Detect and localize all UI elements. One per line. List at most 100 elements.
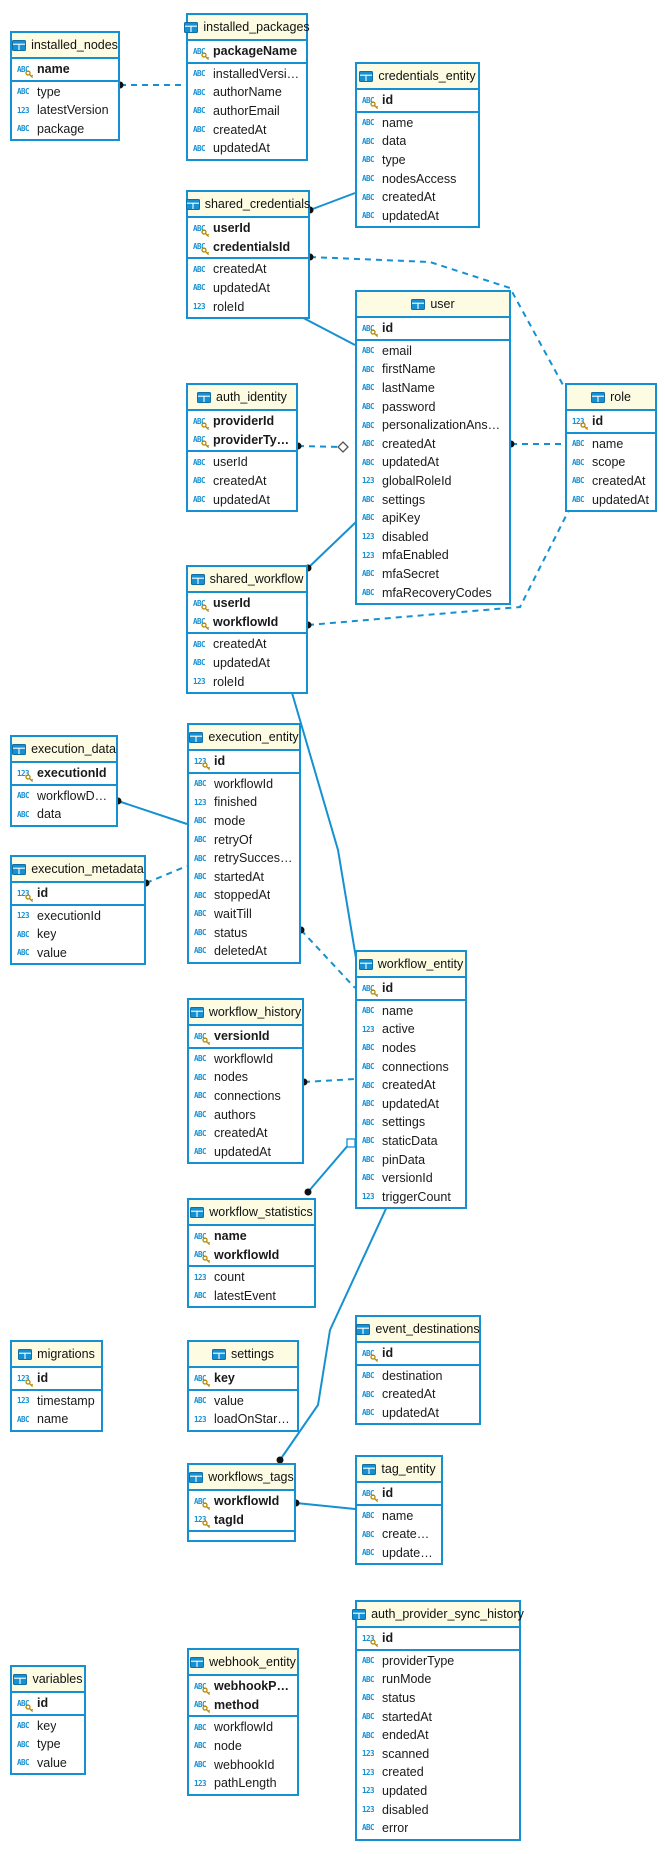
table-header[interactable]: shared_workflow bbox=[188, 567, 306, 593]
field-row[interactable]: ABC settings bbox=[357, 1113, 465, 1132]
field-row[interactable]: 123 count bbox=[189, 1268, 314, 1287]
field-row[interactable]: ABC startedAt bbox=[189, 868, 299, 887]
field-row[interactable]: ABC connections bbox=[357, 1057, 465, 1076]
field-row[interactable]: ABC providerId bbox=[188, 412, 296, 431]
field-row[interactable]: 123 id bbox=[12, 1369, 101, 1388]
table-settings[interactable]: settings ABC key ABC value 123 loadOnSta… bbox=[187, 1340, 299, 1432]
field-row[interactable]: ABC id bbox=[12, 1694, 84, 1713]
field-row[interactable]: ABC name bbox=[567, 435, 655, 454]
table-shared_credentials[interactable]: shared_credentials ABC userId ABC creden… bbox=[185, 190, 310, 319]
table-header[interactable]: event_destinations bbox=[356, 1317, 480, 1343]
field-row[interactable]: 123 pathLength bbox=[189, 1774, 297, 1793]
field-row[interactable]: ABC updatedAt bbox=[188, 139, 306, 158]
field-row[interactable]: ABC nodes bbox=[357, 1039, 465, 1058]
field-row[interactable]: ABC scope bbox=[567, 453, 655, 472]
field-row[interactable]: ABC updatedAt bbox=[357, 453, 509, 472]
field-row[interactable]: ABC credentialsId bbox=[188, 238, 308, 257]
field-row[interactable]: 123 executionId bbox=[12, 764, 116, 783]
table-webhook_entity[interactable]: webhook_entity ABC webhookPath ABC metho… bbox=[187, 1648, 299, 1796]
field-row[interactable]: ABC updatedAt bbox=[357, 1544, 441, 1563]
field-row[interactable]: ABC id bbox=[357, 1344, 479, 1363]
field-row[interactable]: ABC updatedAt bbox=[567, 490, 655, 509]
field-row[interactable]: ABC userId bbox=[188, 219, 308, 238]
field-row[interactable]: ABC authors bbox=[189, 1105, 302, 1124]
field-row[interactable]: 123 tagId bbox=[189, 1511, 294, 1530]
table-shared_workflow[interactable]: shared_workflow ABC userId ABC workflowI… bbox=[186, 565, 308, 694]
table-header[interactable]: workflow_statistics bbox=[189, 1200, 314, 1226]
field-row[interactable]: ABC id bbox=[357, 979, 465, 998]
field-row[interactable]: ABC createdAt bbox=[188, 472, 296, 491]
field-row[interactable]: ABC nodesAccess bbox=[357, 169, 478, 188]
field-row[interactable]: ABC status bbox=[189, 923, 299, 942]
field-row[interactable]: ABC name bbox=[357, 1507, 441, 1526]
field-row[interactable]: 123 updated bbox=[357, 1782, 519, 1801]
field-row[interactable]: ABC webhookId bbox=[189, 1755, 297, 1774]
table-header[interactable]: webhook_entity bbox=[189, 1650, 297, 1676]
field-row[interactable]: ABC createdAt bbox=[357, 435, 509, 454]
field-row[interactable]: ABC mfaSecret bbox=[357, 565, 509, 584]
field-row[interactable]: ABC key bbox=[12, 1717, 84, 1736]
field-row[interactable]: 123 id bbox=[357, 1629, 519, 1648]
field-row[interactable]: 123 executionId bbox=[12, 907, 144, 926]
table-header[interactable]: execution_entity bbox=[189, 725, 299, 751]
field-row[interactable]: ABC workflowId bbox=[189, 1050, 302, 1069]
field-row[interactable]: ABC updatedAt bbox=[188, 279, 308, 298]
field-row[interactable]: ABC createdAt bbox=[357, 1385, 479, 1404]
table-header[interactable]: tag_entity bbox=[357, 1457, 441, 1483]
field-row[interactable]: ABC password bbox=[357, 397, 509, 416]
table-workflow_history[interactable]: workflow_history ABC versionId ABC workf… bbox=[187, 998, 304, 1165]
field-row[interactable]: 123 id bbox=[12, 884, 144, 903]
field-row[interactable]: ABC updatedAt bbox=[357, 1095, 465, 1114]
field-row[interactable]: 123 id bbox=[567, 412, 655, 431]
table-header[interactable]: shared_credentials bbox=[185, 192, 310, 218]
field-row[interactable]: ABC providerType bbox=[188, 431, 296, 450]
table-execution_entity[interactable]: execution_entity 123 id ABC workflowId 1… bbox=[187, 723, 301, 964]
field-row[interactable]: ABC personalizationAnswers bbox=[357, 416, 509, 435]
field-row[interactable]: ABC mode bbox=[189, 812, 299, 831]
table-header[interactable]: installed_nodes bbox=[12, 33, 118, 59]
table-workflow_entity[interactable]: workflow_entity ABC id ABC name 123 acti… bbox=[355, 950, 467, 1210]
table-header[interactable]: auth_provider_sync_history bbox=[352, 1602, 524, 1628]
field-row[interactable]: 123 roleId bbox=[188, 672, 306, 691]
field-row[interactable]: ABC name bbox=[12, 60, 118, 79]
field-row[interactable]: ABC nodes bbox=[189, 1068, 302, 1087]
field-row[interactable]: ABC settings bbox=[357, 490, 509, 509]
table-execution_metadata[interactable]: execution_metadata 123 id 123 executionI… bbox=[10, 855, 146, 966]
table-header[interactable]: settings bbox=[189, 1342, 297, 1368]
field-row[interactable]: ABC value bbox=[12, 944, 144, 963]
table-workflows_tags[interactable]: workflows_tags ABC workflowId 123 tagId bbox=[187, 1463, 296, 1543]
table-header[interactable]: workflow_history bbox=[189, 1000, 302, 1026]
field-row[interactable]: ABC installedVersion bbox=[188, 65, 306, 84]
field-row[interactable]: ABC versionId bbox=[357, 1169, 465, 1188]
field-row[interactable]: ABC lastName bbox=[357, 379, 509, 398]
field-row[interactable]: ABC name bbox=[357, 114, 478, 133]
table-header[interactable]: auth_identity bbox=[188, 385, 296, 411]
field-row[interactable]: ABC destination bbox=[357, 1367, 479, 1386]
field-row[interactable]: 123 disabled bbox=[357, 528, 509, 547]
table-role[interactable]: role 123 id ABC name ABC scope ABC creat… bbox=[565, 383, 657, 512]
field-row[interactable]: ABC apiKey bbox=[357, 509, 509, 528]
field-row[interactable]: ABC mfaRecoveryCodes bbox=[357, 583, 509, 602]
table-header[interactable]: variables bbox=[12, 1667, 84, 1693]
table-header[interactable]: credentials_entity bbox=[357, 64, 478, 90]
field-row[interactable]: 123 roleId bbox=[188, 297, 308, 316]
field-row[interactable]: ABC error bbox=[357, 1819, 519, 1838]
field-row[interactable]: ABC authorEmail bbox=[188, 102, 306, 121]
field-row[interactable]: ABC createdAt bbox=[188, 635, 306, 654]
field-row[interactable]: ABC id bbox=[357, 319, 509, 338]
table-migrations[interactable]: migrations 123 id 123 timestamp ABC name bbox=[10, 1340, 103, 1432]
table-installed_packages[interactable]: installed_packages ABC packageName ABC i… bbox=[184, 13, 310, 161]
field-row[interactable]: ABC updatedAt bbox=[188, 490, 296, 509]
table-execution_data[interactable]: execution_data 123 executionId ABC workf… bbox=[10, 735, 118, 827]
field-row[interactable]: 123 loadOnStartup bbox=[189, 1410, 297, 1429]
field-row[interactable]: ABC connections bbox=[189, 1087, 302, 1106]
field-row[interactable]: ABC stoppedAt bbox=[189, 886, 299, 905]
field-row[interactable]: ABC providerType bbox=[357, 1652, 519, 1671]
field-row[interactable]: ABC retryOf bbox=[189, 830, 299, 849]
field-row[interactable]: ABC email bbox=[357, 342, 509, 361]
field-row[interactable]: ABC runMode bbox=[357, 1670, 519, 1689]
field-row[interactable]: ABC updatedAt bbox=[357, 207, 478, 226]
table-header[interactable]: execution_metadata bbox=[12, 857, 144, 883]
field-row[interactable]: ABC pinData bbox=[357, 1150, 465, 1169]
field-row[interactable]: ABC userId bbox=[188, 594, 306, 613]
